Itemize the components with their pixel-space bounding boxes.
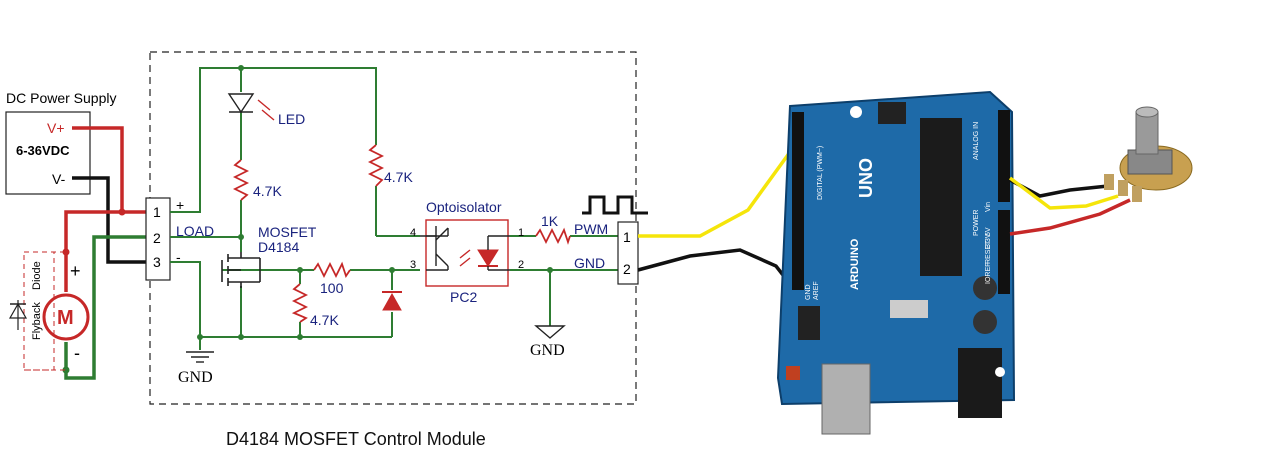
arduino-digital-label: DIGITAL (PWM~) bbox=[817, 146, 824, 200]
input-gnd-label: GND bbox=[574, 255, 605, 271]
pwm-waveform bbox=[582, 195, 648, 215]
resistor-pulldown bbox=[291, 283, 309, 323]
led-label: LED bbox=[278, 111, 305, 127]
resistor-pullup-label: 4.7K bbox=[384, 169, 413, 185]
input-pin-1: 1 bbox=[623, 229, 631, 245]
resistor-pulldown-label: 4.7K bbox=[310, 312, 339, 328]
resistor-gate-label: 100 bbox=[320, 280, 344, 296]
potentiometer bbox=[1104, 106, 1193, 202]
input-pwm-label: PWM bbox=[574, 221, 608, 237]
load-label: LOAD bbox=[176, 223, 214, 239]
opto-pin-2: 2 bbox=[518, 259, 524, 271]
opto-pin-4: 4 bbox=[410, 227, 416, 239]
led-symbol bbox=[227, 93, 255, 114]
wire-motor-plus-red bbox=[64, 210, 122, 292]
motor-plus: + bbox=[70, 261, 81, 281]
arduino-5v-label: 5V bbox=[985, 227, 992, 236]
arduino-aref-label: AREF bbox=[813, 281, 820, 300]
optoisolator-title: Optoisolator bbox=[426, 199, 502, 215]
flyback-diode-box bbox=[23, 251, 55, 371]
resistor-led bbox=[232, 159, 250, 201]
resistor-input-label: 1K bbox=[541, 213, 559, 229]
load-pin-3: 3 bbox=[153, 254, 161, 270]
arduino-board: ARDUINO UNO DIGITAL (PWM~) ANALOG IN POW… bbox=[776, 90, 1016, 435]
arduino-gnd-label: GND bbox=[805, 284, 812, 300]
arduino-model: UNO bbox=[856, 158, 876, 198]
arduino-33v-label: 3.3V bbox=[985, 233, 992, 248]
motor-minus: - bbox=[74, 343, 80, 363]
arduino-vin-label: Vin bbox=[985, 202, 992, 212]
gnd-label-mid: GND bbox=[530, 342, 565, 359]
flyback-diode-symbol bbox=[8, 302, 28, 319]
resistor-led-label: 4.7K bbox=[253, 183, 282, 199]
gnd-symbol-left bbox=[186, 351, 214, 363]
power-supply-range: 6-36VDC bbox=[16, 143, 70, 158]
arduino-analog-label: ANALOG IN bbox=[973, 122, 980, 160]
gnd-symbol-mid bbox=[534, 325, 566, 339]
zener-diode bbox=[382, 292, 402, 311]
load-minus: - bbox=[176, 249, 181, 265]
opto-led bbox=[477, 249, 499, 267]
flyback-diode-label-1: Flyback bbox=[31, 302, 43, 340]
input-pin-2: 2 bbox=[623, 261, 631, 277]
optoisolator-box bbox=[425, 219, 509, 287]
mosfet-label-1: MOSFET bbox=[258, 224, 317, 240]
wire-vplus-red bbox=[72, 126, 146, 214]
arduino-reset-label: RESET bbox=[985, 240, 992, 264]
resistor-pullup bbox=[367, 144, 385, 187]
wire-motor-minus-green bbox=[64, 235, 146, 380]
load-pin-2: 2 bbox=[153, 230, 161, 246]
optoisolator-name: PC2 bbox=[450, 289, 477, 305]
input-terminal-block bbox=[617, 221, 639, 285]
load-terminal-block bbox=[145, 197, 171, 281]
flyback-diode-label-2: Diode bbox=[31, 261, 43, 290]
power-supply-vminus: V- bbox=[52, 171, 66, 187]
arduino-power-label: POWER bbox=[973, 210, 980, 236]
wire-pot-red bbox=[1009, 198, 1131, 236]
motor-symbol bbox=[42, 293, 90, 341]
motor-label: M bbox=[57, 307, 74, 329]
power-supply-box bbox=[5, 111, 91, 195]
gnd-label-left: GND bbox=[178, 369, 213, 386]
resistor-gate bbox=[313, 261, 351, 279]
arduino-brand: ARDUINO bbox=[849, 238, 861, 290]
module-title: D4184 MOSFET Control Module bbox=[226, 429, 486, 449]
load-plus: + bbox=[176, 197, 184, 213]
opto-pin-3: 3 bbox=[410, 259, 416, 271]
arduino-ioref-label: IOREF bbox=[985, 263, 992, 284]
wire-pot-yellow bbox=[1008, 176, 1119, 210]
wire-gnd-black bbox=[637, 248, 792, 286]
load-pin-1: 1 bbox=[153, 204, 161, 220]
wire-vminus-black bbox=[72, 176, 146, 264]
opto-pin-1: 1 bbox=[518, 227, 524, 239]
wire-pwm-yellow bbox=[638, 150, 792, 238]
mosfet-symbol bbox=[221, 252, 261, 288]
resistor-input bbox=[535, 227, 571, 245]
mosfet-label-2: D4184 bbox=[258, 239, 299, 255]
power-supply-title: DC Power Supply bbox=[6, 90, 117, 106]
power-supply-vplus: V+ bbox=[47, 120, 65, 136]
